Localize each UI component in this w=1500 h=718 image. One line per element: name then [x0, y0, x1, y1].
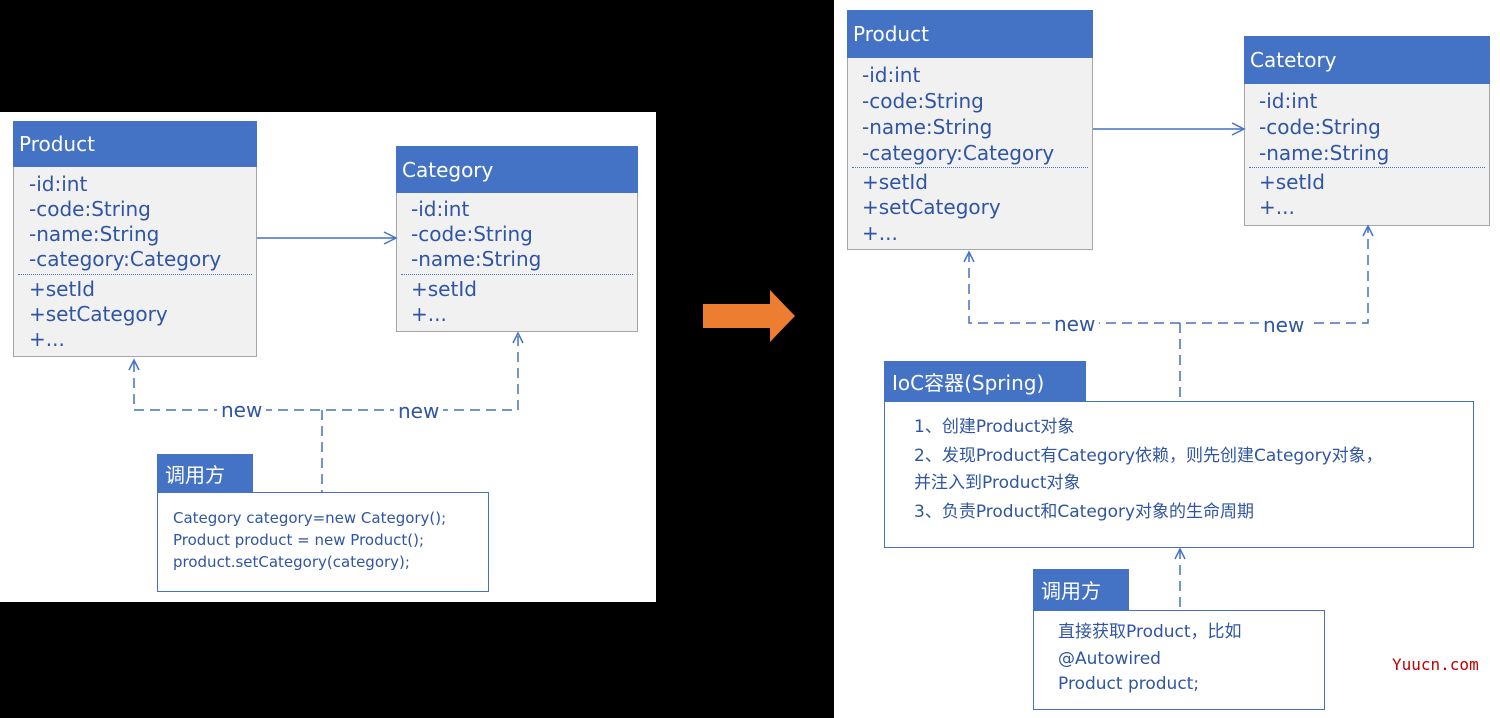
right-category-attr-id: -id:int: [1259, 89, 1318, 113]
right-caller-line-1: 直接获取Product，比如: [1058, 622, 1242, 642]
left-new-arrowhead-category: [512, 331, 524, 344]
left-product-method-setid: +setId: [29, 277, 95, 301]
ioc-line-2: 2、发现Product有Category依赖，则先创建Category对象，: [914, 446, 1383, 466]
left-product-attr-name: -name:String: [29, 222, 160, 246]
left-product-separator: [18, 274, 252, 275]
left-product-attr-category: -category:Category: [29, 247, 222, 271]
right-new-arrowhead-category: [1362, 224, 1374, 237]
left-new-label-1: new: [217, 400, 267, 420]
left-category-separator: [401, 274, 633, 275]
right-new-label-1: new: [1050, 314, 1100, 334]
right-category-method-more: +...: [1259, 195, 1295, 219]
left-product-attr-code: -code:String: [29, 197, 151, 221]
right-new-label-2: new: [1259, 315, 1309, 335]
right-product-title: Product: [847, 10, 1093, 58]
right-category-attr-code: -code:String: [1259, 115, 1381, 139]
left-category-method-setid: +setId: [411, 277, 477, 301]
ioc-container-box: [884, 401, 1474, 548]
left-caller-box: [157, 492, 489, 592]
left-caller-tab: 调用方: [157, 454, 253, 492]
right-product-method-more: +...: [862, 221, 898, 245]
ioc-line-4: 3、负责Product和Category对象的生命周期: [914, 502, 1255, 522]
left-caller-line-2: Product product = new Product();: [173, 531, 425, 549]
left-category-method-more: +...: [411, 302, 447, 326]
right-category-method-setid: +setId: [1259, 170, 1325, 194]
right-caller-line-3: Product product;: [1058, 674, 1200, 694]
ioc-line-1: 1、创建Product对象: [914, 417, 1075, 437]
right-caller-line-2: @Autowired: [1058, 649, 1161, 669]
right-association-arrowhead: [1231, 122, 1246, 136]
left-category-attr-id: -id:int: [411, 197, 470, 221]
right-new-dashed-line: [968, 226, 1369, 324]
watermark: Yuucn.com: [1392, 655, 1479, 674]
left-caller-line-3: product.setCategory(category);: [173, 553, 410, 571]
right-new-arrowhead-product: [963, 250, 975, 263]
right-caller-arrowhead: [1174, 547, 1186, 560]
right-category-title: Catetory: [1244, 36, 1490, 84]
orange-arrow-icon: [703, 290, 795, 342]
left-caller-line-1: Category category=new Category();: [173, 509, 447, 527]
left-category-title: Category: [396, 146, 638, 193]
left-new-arrowhead-product: [128, 358, 140, 371]
left-category-attr-code: -code:String: [411, 222, 533, 246]
left-product-title: Product: [13, 121, 257, 167]
right-product-method-setid: +setId: [862, 170, 928, 194]
right-category-attr-name: -name:String: [1259, 141, 1390, 165]
right-caller-tab: 调用方: [1033, 569, 1129, 610]
right-product-attr-id: -id:int: [862, 63, 921, 87]
right-product-attr-code: -code:String: [862, 89, 984, 113]
left-product-method-more: +...: [29, 327, 65, 351]
ioc-container-tab: IoC容器(Spring): [884, 361, 1086, 401]
left-product-method-setcategory: +setCategory: [29, 302, 168, 326]
right-product-separator: [852, 167, 1088, 168]
left-new-label-2: new: [394, 401, 444, 421]
left-category-attr-name: -name:String: [411, 247, 542, 271]
left-new-dashed-line: [133, 334, 519, 411]
right-product-attr-name: -name:String: [862, 115, 993, 139]
right-product-attr-category: -category:Category: [862, 141, 1055, 165]
ioc-line-3: 并注入到Product对象: [914, 473, 1081, 493]
left-product-attr-id: -id:int: [29, 172, 88, 196]
right-category-separator: [1249, 167, 1485, 168]
left-association-arrowhead: [383, 231, 398, 245]
right-caller-box: [1033, 610, 1325, 710]
right-product-method-setcategory: +setCategory: [862, 195, 1001, 219]
